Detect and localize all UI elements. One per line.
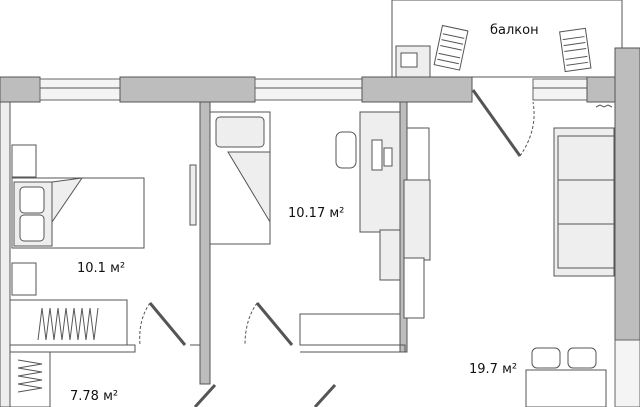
hall: 7.78 м² xyxy=(9,351,118,407)
lounge-chair-left xyxy=(433,24,469,71)
bookshelf xyxy=(406,127,430,187)
room-label-kids-room: 10.17 м² xyxy=(288,206,344,221)
tv xyxy=(189,164,197,226)
room-label-balcony: балкон xyxy=(490,23,539,38)
partition-wall xyxy=(199,101,211,385)
bookshelf xyxy=(403,257,425,319)
bedroom-door[interactable] xyxy=(139,302,187,346)
lounge-chair-right xyxy=(559,27,592,73)
wardrobe xyxy=(9,299,128,346)
exterior-wall-left xyxy=(0,101,11,407)
window xyxy=(532,78,588,101)
window xyxy=(39,78,121,101)
keyboard xyxy=(371,139,383,171)
room-label-living-room: 19.7 м² xyxy=(469,362,517,377)
room-label-hall: 7.78 м² xyxy=(70,389,118,404)
dining-table xyxy=(525,369,607,407)
hall-doors[interactable] xyxy=(193,383,337,407)
chair xyxy=(531,347,561,369)
shelf xyxy=(379,229,401,281)
monitor xyxy=(383,147,393,167)
kids-room-door[interactable] xyxy=(244,302,294,346)
balcony: балкон xyxy=(391,0,623,78)
room-label-bedroom: 10.1 м² xyxy=(77,261,125,276)
exterior-wall-top xyxy=(0,47,640,407)
pillow xyxy=(215,116,265,148)
newspaper-icon xyxy=(400,52,418,68)
bedroom-furniture: 10.1 м² xyxy=(9,144,197,346)
cabinet xyxy=(403,179,431,261)
nightstand xyxy=(11,262,37,296)
pillow xyxy=(19,186,45,214)
nightstand xyxy=(11,144,37,178)
desk xyxy=(359,111,401,233)
chair xyxy=(567,347,597,369)
window xyxy=(614,339,640,407)
living-room: 19.7 м² xyxy=(469,104,615,407)
exterior-wall-right xyxy=(614,47,640,341)
kids-room-furniture: 10.17 м² xyxy=(209,111,431,346)
balcony-door[interactable] xyxy=(471,89,535,157)
wardrobe xyxy=(299,313,401,346)
balcony-outline xyxy=(391,0,623,78)
pillow xyxy=(19,214,45,242)
wardrobe xyxy=(9,351,51,407)
chair xyxy=(335,131,357,169)
window xyxy=(254,78,363,101)
